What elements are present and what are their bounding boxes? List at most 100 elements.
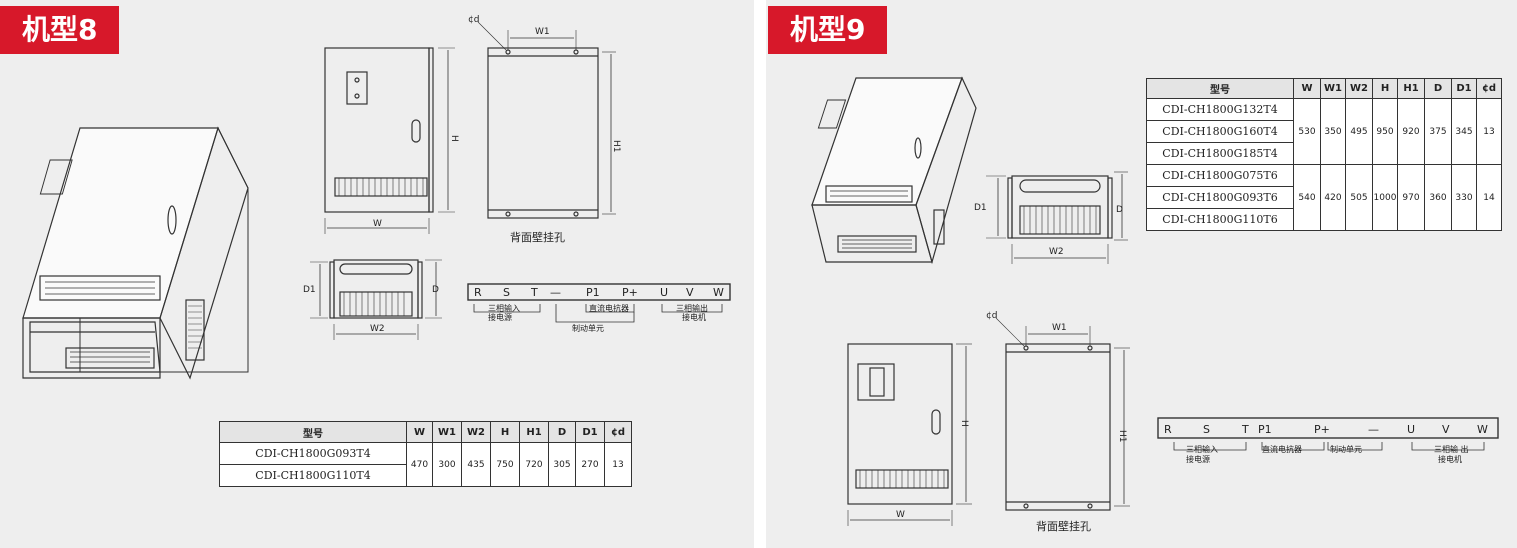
group-brake: 制动单元 xyxy=(572,323,604,333)
terminal-u: U xyxy=(1407,423,1415,436)
col-w: W xyxy=(1293,78,1321,99)
value-d1: 270 xyxy=(575,442,605,487)
group-reactor: 直流电抗器 xyxy=(589,303,629,313)
col-d: D xyxy=(1424,78,1452,99)
terminal-labels-8: R S T — P1 P+ U V W 三相输入 接电源 直流电抗器 制动单元 … xyxy=(474,286,724,333)
terminal-p1: P1 xyxy=(586,286,600,299)
value-w2: 435 xyxy=(461,442,491,487)
value-w1: 350 xyxy=(1320,98,1346,165)
terminal-v: V xyxy=(1442,423,1450,436)
terminal-w: W xyxy=(1477,423,1488,436)
col-phi-d: ¢d xyxy=(604,421,632,443)
group-input-line2: 接电源 xyxy=(1186,454,1210,464)
col-w: W xyxy=(406,421,433,443)
terminal-r: R xyxy=(474,286,482,299)
table-row: CDI-CH1800G093T4 470 300 435 750 720 305… xyxy=(219,442,632,487)
terminal-s: S xyxy=(1203,423,1210,436)
group-output-line2: 接电机 xyxy=(682,312,706,322)
model-9-drawings: D1 D W2 ¢d W1 H H1 W 背面壁挂孔 R S T P1 P+ —… xyxy=(811,76,1499,533)
value-h1: 970 xyxy=(1397,164,1425,231)
value-w1: 300 xyxy=(432,442,462,487)
w-label: W xyxy=(896,510,905,520)
d1-label: D1 xyxy=(974,203,987,213)
col-model: 型号 xyxy=(1146,78,1294,99)
d-label: D xyxy=(1116,205,1123,215)
d-label: D xyxy=(432,285,439,295)
terminal-pplus: P+ xyxy=(622,286,638,299)
table-row: CDI-CH1800G093T6 xyxy=(1146,186,1502,209)
table-row: CDI-CH1800G075T6 540 420 505 1000 970 36… xyxy=(1146,164,1502,231)
model-8-title: 机型8 xyxy=(0,6,120,54)
terminal-w: W xyxy=(713,286,724,299)
back-hole-caption: 背面壁挂孔 xyxy=(510,230,565,244)
value-h1: 920 xyxy=(1397,98,1425,165)
col-h1: H1 xyxy=(1397,78,1425,99)
cabinet-isometric-9 xyxy=(811,76,977,265)
model-name: CDI-CH1800G110T6 xyxy=(1146,208,1294,231)
col-d1: D1 xyxy=(1451,78,1477,99)
table-row: CDI-CH1800G110T6 xyxy=(1146,208,1502,231)
terminal-labels-9: R S T P1 P+ — U V W 三相输入 接电源 直流电抗器 制动单元 … xyxy=(1164,423,1488,464)
panel-model-8: 机型8 xyxy=(0,0,754,548)
bottom-view-8 xyxy=(310,259,442,340)
w1-label: W1 xyxy=(1052,323,1067,333)
terminal-strip-9 xyxy=(1157,417,1499,451)
col-d1: D1 xyxy=(575,421,605,443)
col-w1: W1 xyxy=(1320,78,1346,99)
group-output-line1: 三相输 出 xyxy=(1434,444,1469,454)
table-row: CDI-CH1800G110T4 xyxy=(219,464,632,487)
w1-label: W1 xyxy=(535,27,550,37)
panel-model-9: 机型9 xyxy=(766,0,1517,548)
terminal-minus: — xyxy=(1368,423,1379,436)
value-w: 530 xyxy=(1293,98,1321,165)
phi-d-label: ¢d xyxy=(468,15,479,25)
col-h: H xyxy=(1372,78,1398,99)
terminal-p1: P1 xyxy=(1258,423,1272,436)
h-label: H xyxy=(959,420,969,427)
group-output-line2: 接电机 xyxy=(1438,454,1462,464)
terminal-pplus: P+ xyxy=(1314,423,1330,436)
value-phi-d: 13 xyxy=(1476,98,1502,165)
table-row: CDI-CH1800G160T4 xyxy=(1146,120,1502,143)
group-input-line1: 三相输入 xyxy=(488,303,520,313)
model-name: CDI-CH1800G093T4 xyxy=(219,442,407,465)
col-w1: W1 xyxy=(432,421,462,443)
spec-table-8: 型号 W W1 W2 H H1 D D1 ¢d CDI-CH1800G093T4… xyxy=(219,421,632,487)
value-phi-d: 14 xyxy=(1476,164,1502,231)
terminal-r: R xyxy=(1164,423,1172,436)
model-9-title: 机型9 xyxy=(768,6,888,54)
value-d: 305 xyxy=(548,442,576,487)
value-h: 750 xyxy=(490,442,520,487)
cabinet-isometric-8 xyxy=(22,126,249,380)
w-label: W xyxy=(373,219,382,229)
col-d: D xyxy=(548,421,576,443)
terminal-v: V xyxy=(686,286,694,299)
d1-label: D1 xyxy=(303,285,316,295)
terminal-u: U xyxy=(660,286,668,299)
value-w1: 420 xyxy=(1320,164,1346,231)
value-d: 360 xyxy=(1424,164,1452,231)
model-name: CDI-CH1800G093T6 xyxy=(1146,186,1294,209)
terminal-t: T xyxy=(530,286,538,299)
value-w: 540 xyxy=(1293,164,1321,231)
w2-label: W2 xyxy=(370,324,385,334)
model-name: CDI-CH1800G132T4 xyxy=(1146,98,1294,121)
col-model: 型号 xyxy=(219,421,407,443)
group-input-line2: 接电源 xyxy=(488,312,512,322)
model-name: CDI-CH1800G160T4 xyxy=(1146,120,1294,143)
value-h: 1000 xyxy=(1372,164,1398,231)
group-output-line1: 三相输出 xyxy=(676,303,708,313)
terminal-s: S xyxy=(503,286,510,299)
back-hole-caption: 背面壁挂孔 xyxy=(1036,519,1091,533)
group-input-line1: 三相输入 xyxy=(1186,444,1218,454)
group-brake: 制动单元 xyxy=(1330,444,1362,454)
col-w2: W2 xyxy=(1345,78,1373,99)
col-h: H xyxy=(490,421,520,443)
model-8-drawings: ¢d W1 H H1 W 背面壁挂孔 D1 D W2 R S T — P1 P+… xyxy=(22,15,731,380)
h-label: H xyxy=(449,135,459,142)
value-d1: 330 xyxy=(1451,164,1477,231)
col-phi-d: ¢d xyxy=(1476,78,1502,99)
value-w: 470 xyxy=(406,442,433,487)
terminal-t: T xyxy=(1241,423,1249,436)
front-view-8 xyxy=(324,47,455,234)
